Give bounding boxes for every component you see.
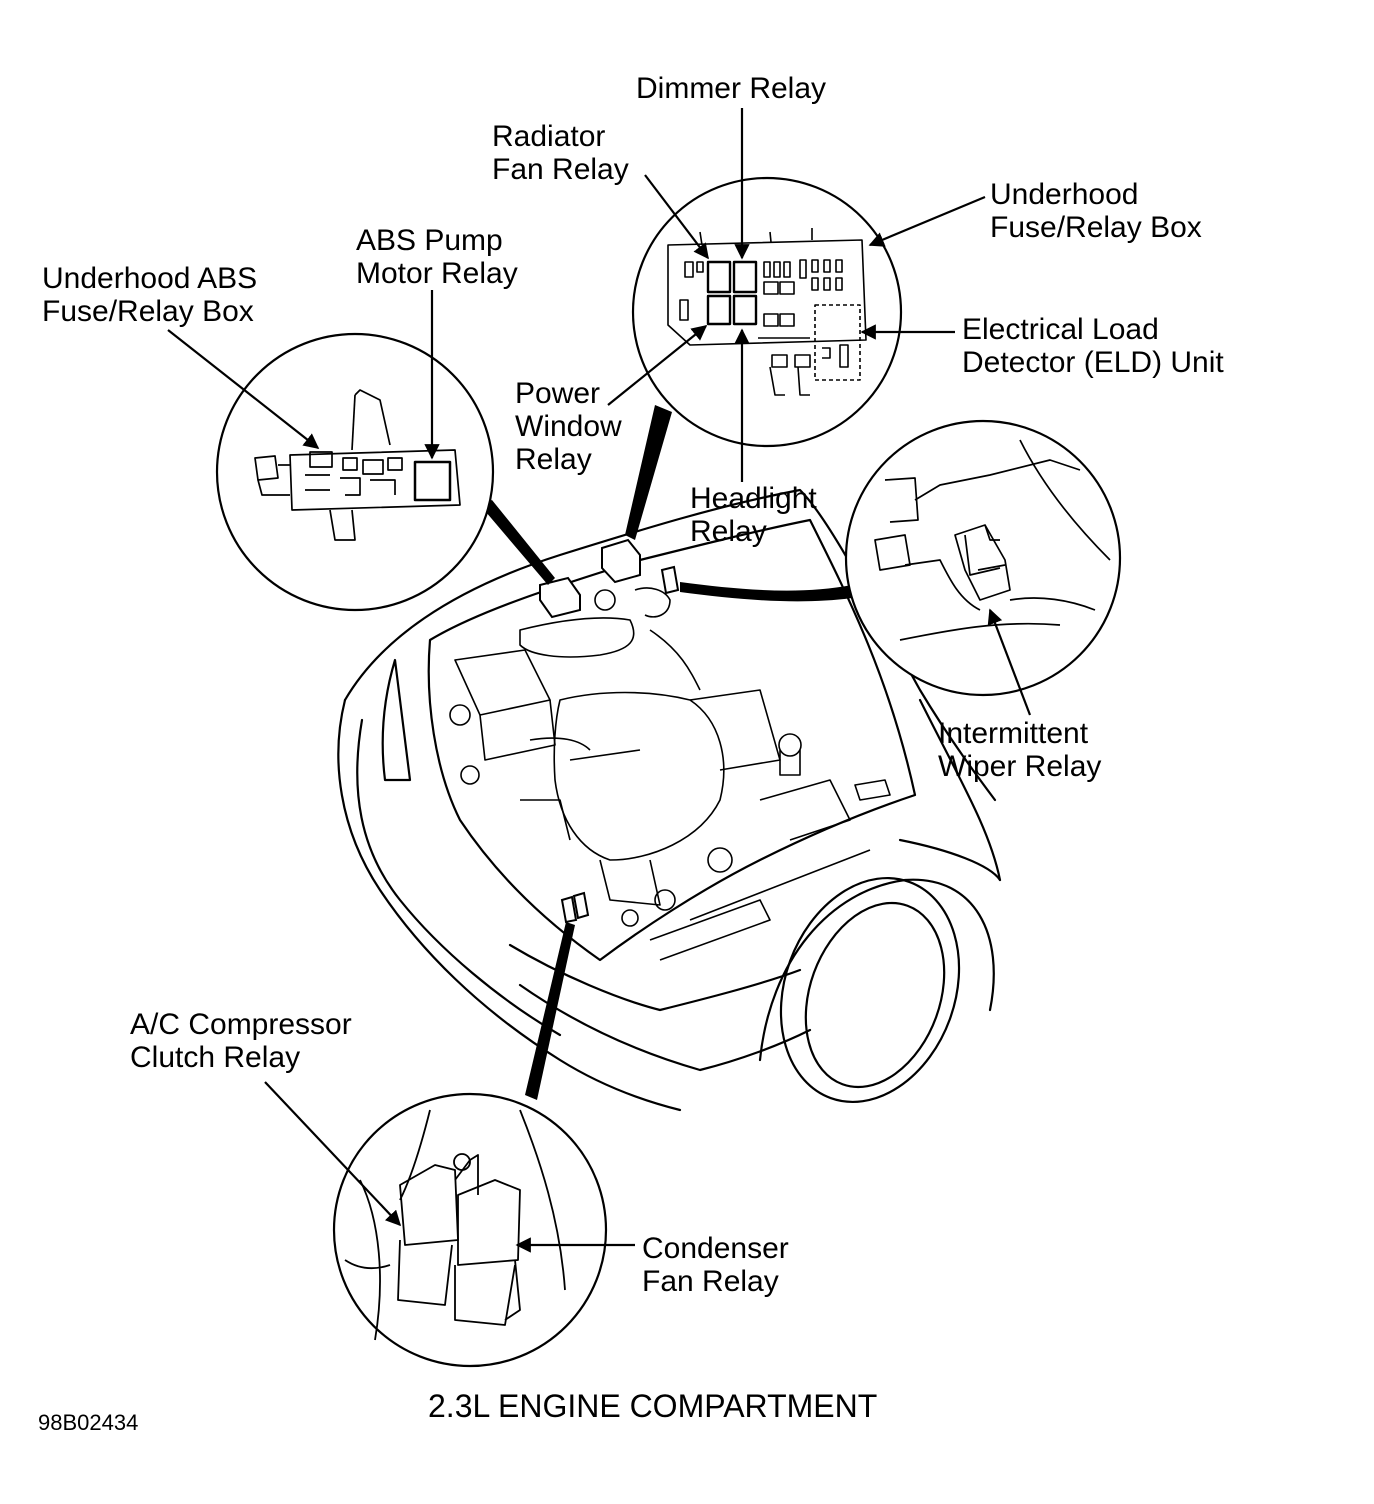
ac-relay-callout <box>332 1092 608 1368</box>
arrow-ac-clutch-relay <box>264 1081 402 1227</box>
label-underhood-abs-fuse-relay-box: Underhood ABS Fuse/Relay Box <box>42 262 258 328</box>
wiper-relay-detail <box>874 439 1111 641</box>
wiper-relay-callout <box>844 419 1122 697</box>
arrow-abs-fuse-box <box>167 329 320 449</box>
arrow-wiper-relay <box>987 608 1032 716</box>
figure-id: 98B02434 <box>38 1410 139 1435</box>
callout-connectors <box>480 405 852 1100</box>
label-headlight-relay: Headlight Relay <box>690 482 817 548</box>
relay-locations-on-car <box>539 538 680 924</box>
figure-caption: 2.3L ENGINE COMPARTMENT <box>428 1388 878 1424</box>
label-dimmer-relay: Dimmer Relay <box>636 72 827 105</box>
abs-fuse-box-callout <box>215 332 495 612</box>
arrow-radiator-fan-relay <box>644 174 709 260</box>
abs-fuse-box-detail <box>254 389 461 541</box>
label-electrical-load-detector: Electrical Load Detector (ELD) Unit <box>962 313 1224 379</box>
label-underhood-fuse-relay-box: Underhood Fuse/Relay Box <box>990 178 1202 244</box>
label-intermittent-wiper-relay: Intermittent Wiper Relay <box>938 717 1102 783</box>
label-condenser-fan-relay: Condenser Fan Relay <box>642 1232 789 1298</box>
arrow-power-window-relay <box>607 325 708 406</box>
label-radiator-fan-relay: Radiator Fan Relay <box>492 120 629 186</box>
car-outline <box>337 488 1002 1112</box>
label-power-window-relay: Power Window Relay <box>515 377 622 476</box>
ac-relay-detail <box>344 1109 566 1341</box>
underhood-fuse-box-detail <box>667 228 867 396</box>
arrow-underhood-fuse-box <box>868 195 986 247</box>
label-abs-pump-motor-relay: ABS Pump Motor Relay <box>356 224 518 290</box>
leader-arrows <box>167 108 1032 1253</box>
label-ac-compressor-clutch-relay: A/C Compressor Clutch Relay <box>130 1008 352 1074</box>
engine-details <box>449 587 891 961</box>
